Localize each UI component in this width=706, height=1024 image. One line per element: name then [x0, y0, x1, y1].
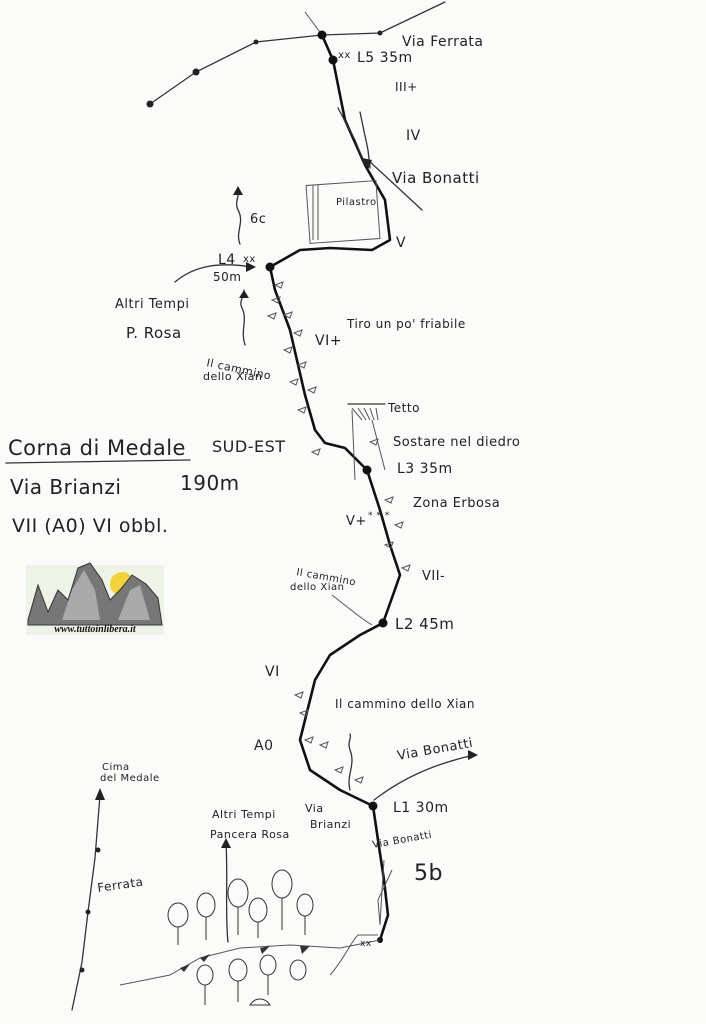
- label-altri-tempi-low-1: Altri Tempi: [212, 808, 276, 821]
- xx-l5: xx: [338, 50, 351, 61]
- xx-l4: xx: [243, 254, 256, 265]
- label-grade: VII (A0) VI obbl.: [12, 515, 168, 537]
- label-cima-2: del Medale: [100, 773, 160, 784]
- belay-l4-length: 50m: [213, 270, 241, 284]
- grass-marks: * * *: [368, 511, 390, 521]
- grade-iii-plus: III+: [395, 80, 418, 94]
- belay-l2-label: L2 45m: [395, 615, 454, 633]
- grade-iv: IV: [406, 128, 421, 144]
- label-route-length: 190m: [180, 471, 240, 495]
- label-pilastro: Pilastro: [336, 197, 377, 208]
- xx-start: xx: [360, 939, 372, 949]
- grade-vi-plus: VI+: [315, 333, 342, 349]
- title-underline: [6, 460, 190, 463]
- label-6c: 6c: [250, 212, 266, 227]
- label-tiro-friabile: Tiro un po' friabile: [346, 317, 466, 331]
- belay-l3-label: L3 35m: [397, 461, 453, 477]
- label-via-bonatti-low: Via Bonatti: [372, 830, 433, 851]
- label-altri-tempi-top-2: P. Rosa: [126, 324, 182, 342]
- belay-l5-label: L5 35m: [357, 50, 413, 66]
- grade-vi: VI: [265, 664, 280, 680]
- grade-v: V: [396, 235, 406, 251]
- label-tetto: Tetto: [387, 401, 420, 415]
- logo-text: www.tuttoinlibera.it: [54, 624, 137, 635]
- label-cima-1: Cima: [102, 762, 130, 773]
- grade-vii-minus: VII-: [422, 569, 445, 584]
- sixc-variant: [233, 186, 243, 244]
- grade-5b: 5b: [414, 861, 443, 886]
- ferrata-approach: [72, 788, 105, 1010]
- via-bonatti-arrow: [374, 755, 474, 800]
- belay-l4-label: L4: [218, 252, 236, 268]
- label-title: Corna di Medale: [8, 436, 186, 460]
- label-sostare: Sostare nel diedro: [393, 435, 520, 450]
- label-via-brianzi-2: Brianzi: [310, 818, 351, 831]
- label-cammino-top-2: dello Xian: [203, 370, 262, 383]
- label-via-brianzi-1: Via: [305, 802, 324, 815]
- label-cammino-mid-2: dello Xian: [290, 582, 344, 593]
- grade-a0: A0: [254, 738, 273, 754]
- label-altri-tempi-low-2: Pancera Rosa: [210, 828, 290, 841]
- label-ferrata: Ferrata: [96, 875, 144, 895]
- label-aspect: SUD-EST: [212, 437, 286, 456]
- belay-points: [266, 31, 388, 944]
- label-via-ferrata: Via Ferrata: [402, 34, 484, 50]
- label-zona-erbosa: Zona Erbosa: [413, 496, 500, 511]
- label-via-bonatti-top: Via Bonatti: [392, 169, 480, 187]
- small-squiggle: [349, 734, 352, 790]
- cammino-mid-arrow: [332, 595, 372, 625]
- approach-path: [120, 935, 380, 985]
- cammino-upper-squiggle: [241, 290, 245, 345]
- tree-cluster: [168, 870, 313, 1005]
- label-altri-tempi-top-1: Altri Tempi: [115, 297, 189, 312]
- label-via-bonatti-right: Via Bonatti: [396, 736, 474, 764]
- label-cammino-low: Il cammino dello Xian: [335, 697, 475, 711]
- belay-l1-label: L1 30m: [393, 800, 449, 816]
- label-route-name: Via Brianzi: [10, 475, 121, 499]
- tuttoinlibera-logo: www.tuttoinlibera.it: [26, 563, 164, 635]
- grade-v-plus: V+: [346, 514, 367, 529]
